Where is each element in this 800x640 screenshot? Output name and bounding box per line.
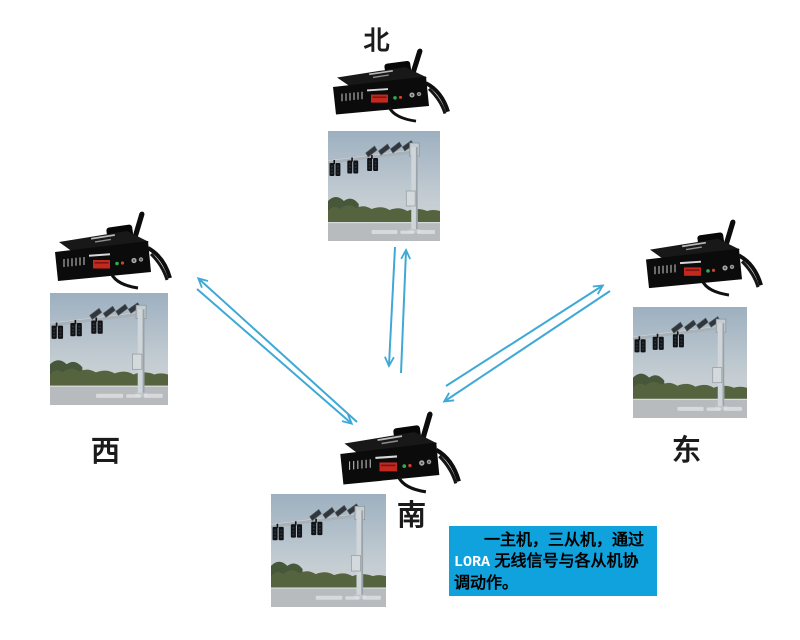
label-north: 北: [363, 25, 391, 56]
arrow-south-to-north: [400, 251, 406, 374]
west-traffic-signal-photo: [50, 293, 168, 405]
info-line-2-rest: 无线信号与各从机协: [490, 553, 639, 570]
south-lora-device-icon: [330, 411, 462, 495]
label-west: 西: [90, 436, 122, 468]
arrow-east-to-south: [445, 290, 611, 401]
label-east: 东: [671, 435, 703, 467]
south-traffic-signal-photo: [271, 494, 386, 607]
info-box: 一主机，三从机，通过 LORA 无线信号与各从机协 调动作。: [449, 526, 657, 596]
north-traffic-signal-photo: [328, 131, 440, 241]
north-lora-device-icon: [323, 48, 451, 124]
lora-highlight: LORA: [454, 554, 491, 571]
arrow-north-to-south: [389, 246, 396, 365]
arrow-west-to-south: [196, 288, 351, 423]
arrow-south-to-east: [445, 286, 602, 387]
west-lora-device-icon: [45, 211, 173, 291]
info-line-3: 调动作。: [454, 575, 519, 592]
label-south: 南: [396, 500, 428, 532]
info-line-1: 一主机，三从机，通过: [484, 532, 645, 549]
arrow-south-to-west: [199, 279, 358, 423]
east-traffic-signal-photo: [633, 307, 747, 418]
info-line-2: LORA 无线信号与各从机协: [454, 551, 652, 573]
east-lora-device-icon: [636, 219, 764, 298]
